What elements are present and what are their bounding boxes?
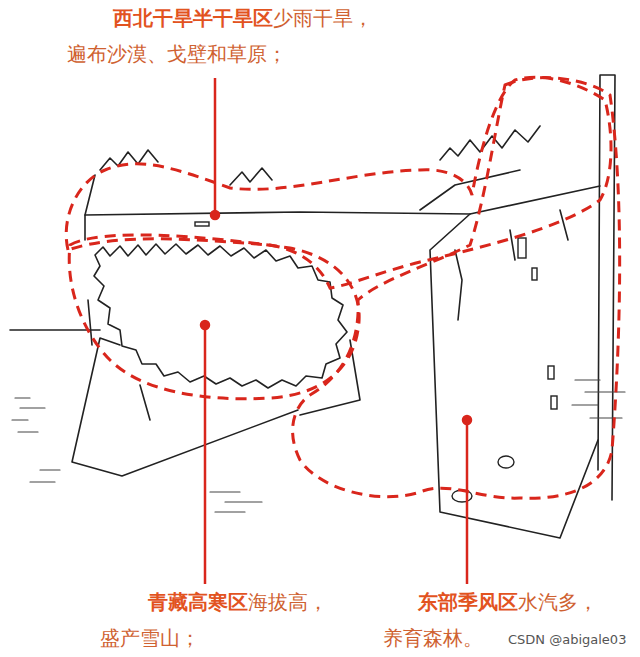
region-outline — [283, 68, 628, 508]
ripple — [12, 398, 45, 432]
town-mark — [551, 396, 557, 409]
terrain-sketch — [10, 75, 615, 538]
dashed-boundary — [293, 78, 620, 499]
east-block — [430, 214, 598, 538]
region-name: 东部季风区 — [418, 590, 518, 614]
leader-dot — [463, 416, 471, 424]
leader-line — [204, 325, 207, 584]
leader-lines — [201, 78, 471, 584]
leader-line — [214, 78, 217, 213]
region-name: 西北干旱半干旱区 — [113, 6, 273, 30]
island — [498, 456, 514, 468]
town-marks — [195, 222, 557, 502]
leader-line — [466, 420, 469, 584]
watermark: CSDN @abigale03 — [505, 631, 629, 648]
plateau-region: 青藏高寒区海拔高， 盛产雪山； — [62, 225, 367, 405]
region-outline — [62, 225, 367, 405]
town-mark — [548, 366, 554, 379]
region-caption: 西北干旱半干旱区少雨干旱， 遍布沙漠、戈壁和草原； — [67, 0, 382, 72]
dashed-boundary — [66, 77, 611, 288]
plateau-face — [88, 300, 360, 420]
water-ripples — [12, 380, 625, 512]
ripple — [30, 470, 60, 482]
town-mark — [532, 268, 537, 280]
dashed-boundary — [69, 235, 359, 399]
leader-dot — [201, 321, 209, 329]
base-slab — [72, 338, 298, 476]
region-outline — [56, 66, 618, 294]
region-name: 青藏高寒区 — [148, 590, 248, 614]
region-caption: 青藏高寒区海拔高， 盛产雪山； — [100, 584, 335, 656]
leader-dot — [211, 211, 219, 219]
east-region: 东部季风区水汽多， 养育森林。 — [283, 68, 628, 508]
town-mark — [518, 238, 526, 258]
north-mountains — [100, 126, 540, 185]
ripple — [210, 492, 262, 512]
northwest-region: 西北干旱半干旱区少雨干旱， 遍布沙漠、戈壁和草原； — [56, 66, 618, 294]
plateau-top — [85, 186, 600, 240]
town-mark — [195, 222, 209, 226]
plateau-rim — [94, 244, 347, 388]
